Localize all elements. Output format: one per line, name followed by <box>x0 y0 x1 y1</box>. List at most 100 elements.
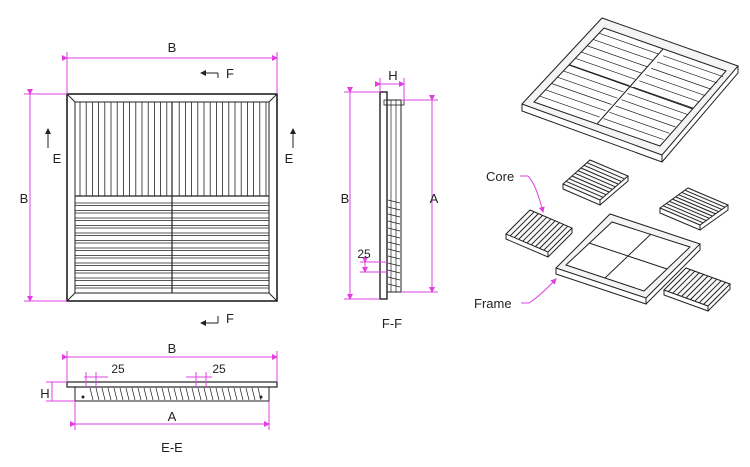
core-blade <box>694 278 718 302</box>
core-blade <box>568 178 607 196</box>
core-blade <box>669 200 710 219</box>
core-blade <box>676 272 700 296</box>
bottom-blade <box>221 387 226 401</box>
iso-blade <box>645 74 706 96</box>
side-height-label: B <box>341 191 350 206</box>
front-height-label: B <box>20 191 29 206</box>
core-blade <box>681 274 704 297</box>
bottom-blade <box>215 387 220 401</box>
exploded-view <box>505 159 731 312</box>
core-label: Core <box>486 169 514 184</box>
front-vertical-blades <box>79 102 267 196</box>
bottom-dim-25-left: 25 <box>111 362 125 376</box>
iso-blade <box>569 64 630 86</box>
core-blade <box>685 275 709 299</box>
side-blade <box>387 276 401 281</box>
iso-blade <box>627 93 688 115</box>
svg-text:E: E <box>53 151 62 166</box>
core-blade <box>571 175 610 193</box>
iso-blade <box>609 111 670 134</box>
bottom-blade <box>155 387 160 401</box>
front-outer-frame <box>66 93 278 302</box>
iso-blade <box>621 99 682 122</box>
core-blade <box>526 218 552 244</box>
bottom-blade <box>167 387 172 401</box>
side-view-caption: F-F <box>382 316 402 331</box>
side-blade <box>387 234 401 239</box>
bottom-depth-label: H <box>40 386 49 401</box>
iso-blade <box>539 95 600 118</box>
iso-blade <box>575 58 636 80</box>
side-blade <box>387 269 401 274</box>
bottom-blade-profiles <box>89 387 262 401</box>
bottom-blade <box>191 387 196 401</box>
core-blade <box>672 198 713 217</box>
side-dim-25-label: 25 <box>357 247 371 261</box>
core-blade <box>574 172 613 190</box>
core-blade <box>577 170 616 188</box>
iso-blade <box>615 105 676 128</box>
iso-blade <box>545 89 606 112</box>
section-marker-e-right: E <box>285 128 296 166</box>
front-view: B B E E F F <box>20 40 296 326</box>
core-blade <box>703 282 726 305</box>
core-blade <box>509 211 535 237</box>
core-blade <box>668 269 691 292</box>
core-piece-3 <box>505 209 573 258</box>
iso-blade <box>581 51 642 74</box>
side-inner-height-label: A <box>430 191 439 206</box>
bottom-inner-width-label: A <box>168 409 177 424</box>
section-marker-f-top: F <box>200 66 234 81</box>
side-blade <box>387 227 401 232</box>
bottom-blade <box>143 387 148 401</box>
bottom-blade <box>203 387 208 401</box>
bottom-blade <box>227 387 232 401</box>
bottom-blade <box>107 387 112 401</box>
side-blade <box>387 262 401 267</box>
iso-blade <box>563 70 624 93</box>
iso-blade <box>639 80 700 103</box>
side-view: H B A 25 F-F <box>341 68 439 331</box>
frame-piece <box>555 213 701 305</box>
bottom-dim-25-right: 25 <box>212 362 226 376</box>
bottom-width-label: B <box>168 341 177 356</box>
core-blade <box>690 277 713 300</box>
bottom-blade <box>131 387 136 401</box>
core-blade <box>662 205 704 224</box>
isometric-assembled-grille <box>521 17 739 163</box>
core-callout: Core <box>486 169 545 213</box>
side-depth-label: H <box>388 68 397 83</box>
core-blade <box>681 191 722 210</box>
bottom-blade <box>149 387 154 401</box>
iso-blade <box>593 39 654 61</box>
side-blade <box>387 248 401 253</box>
iso-blade <box>633 86 694 109</box>
bottom-blade <box>137 387 142 401</box>
side-blade <box>387 255 401 260</box>
core-blade <box>522 216 548 242</box>
iso-blade <box>603 118 664 140</box>
bottom-core-body <box>74 386 270 402</box>
side-blade-profiles <box>387 199 401 288</box>
bottom-blade <box>245 387 250 401</box>
front-width-label: B <box>168 40 177 55</box>
bottom-blade <box>233 387 238 401</box>
bottom-blade <box>185 387 190 401</box>
bottom-blade <box>125 387 130 401</box>
bottom-blade <box>209 387 214 401</box>
side-blade <box>387 220 401 225</box>
bottom-blade <box>173 387 178 401</box>
core-blade <box>672 270 696 294</box>
core-blade <box>518 215 543 240</box>
core-blade <box>684 189 726 208</box>
iso-blade <box>598 32 660 55</box>
core-piece-1 <box>562 159 629 206</box>
core-piece-2 <box>658 187 730 231</box>
side-blade <box>387 199 401 204</box>
svg-text:E: E <box>285 151 294 166</box>
iso-blade <box>662 55 724 78</box>
core-blade <box>530 220 556 246</box>
core-blade <box>675 196 716 215</box>
core-blade <box>678 194 719 213</box>
core-blade <box>514 213 539 238</box>
